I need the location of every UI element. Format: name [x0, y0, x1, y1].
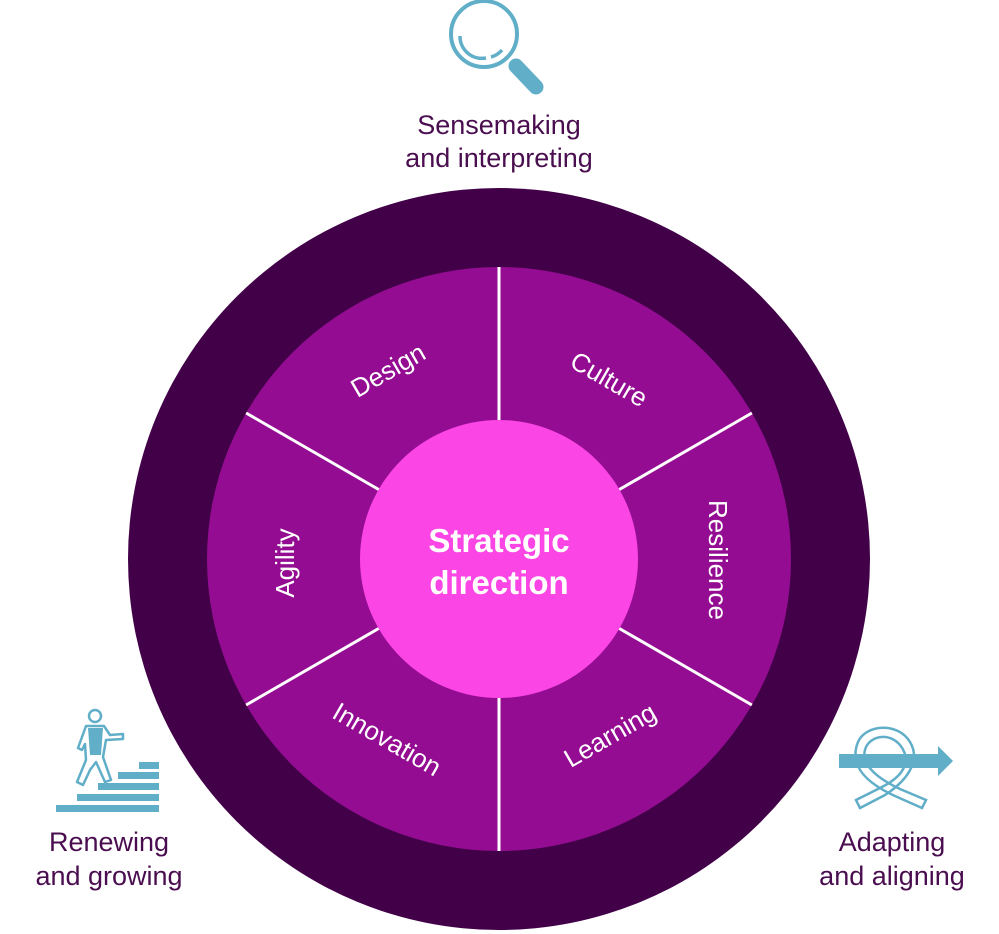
segment-separator: [245, 411, 386, 495]
segment-separator: [612, 411, 753, 495]
segment-label-agility: Agility: [270, 528, 300, 597]
inner-circle: [360, 420, 638, 698]
person-climbing-stairs-icon: [56, 708, 159, 812]
center-label-line-2: direction: [429, 564, 568, 601]
segment-separators: [245, 267, 753, 851]
segment-separator: [245, 623, 386, 707]
segment-label-resilience: Resilience: [703, 500, 733, 620]
magnifying-glass-icon: [449, 0, 544, 95]
renewing-label-line-1: Renewing: [49, 827, 169, 857]
renewing-label-line-2: and growing: [35, 861, 182, 891]
center-label-line-1: Strategic: [428, 522, 569, 559]
sensemaking-label-line-1: Sensemaking: [417, 110, 581, 140]
looping-arrow-icon: [839, 726, 953, 810]
adapting-label-line-2: and aligning: [819, 861, 965, 891]
segment-separator: [612, 623, 753, 707]
sensemaking-label-line-2: and interpreting: [405, 143, 593, 173]
adapting-label-line-1: Adapting: [839, 827, 946, 857]
